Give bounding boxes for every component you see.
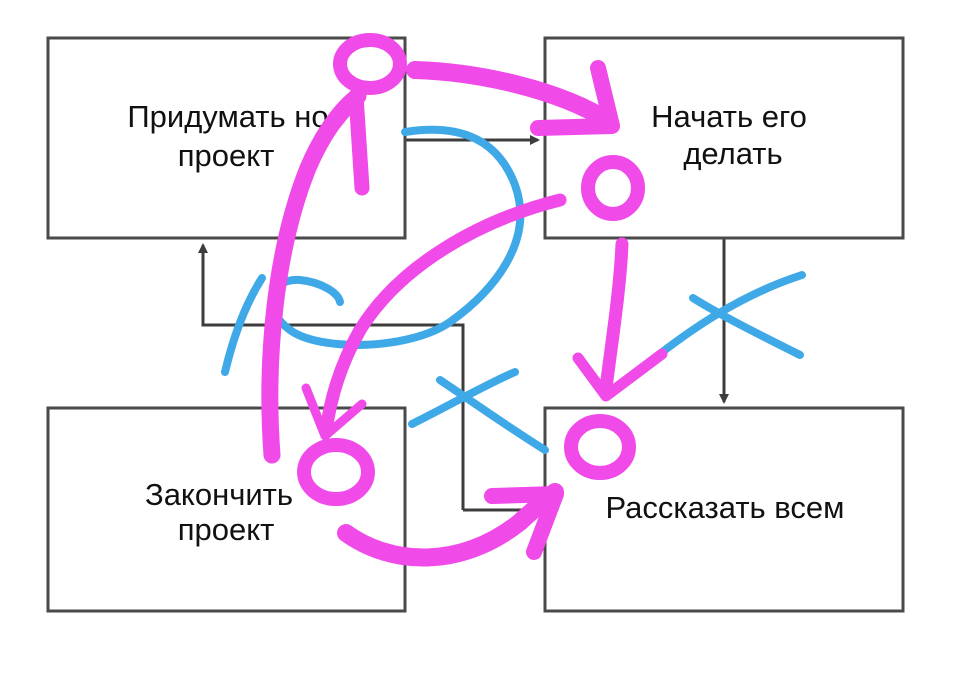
magenta-circle-idea bbox=[333, 33, 407, 95]
magenta-arrowhead-start-to-tell bbox=[572, 348, 668, 402]
magenta-arrow-idea-to-start bbox=[406, 61, 619, 131]
box-tell bbox=[543, 406, 905, 613]
box-tell-label-line1: Рассказать всем bbox=[606, 490, 845, 525]
box-idea-label-line2: проект bbox=[178, 138, 275, 173]
blue-cross-right-2 bbox=[689, 294, 804, 359]
blue-cross-mid-2 bbox=[436, 376, 549, 454]
blue-scribble-overlay bbox=[221, 125, 806, 454]
blue-loop-curve bbox=[268, 125, 525, 349]
connector-finish-to-idea bbox=[198, 243, 465, 510]
magenta-arrowhead-start-to-finish bbox=[301, 383, 367, 441]
box-finish-label-line2: проект bbox=[178, 512, 275, 547]
blue-arc-left bbox=[221, 274, 266, 376]
magenta-arrowhead-finish-to-idea bbox=[314, 88, 370, 196]
magenta-circle-finish bbox=[297, 438, 375, 506]
magenta-circle-start bbox=[581, 155, 645, 221]
magenta-arrowhead-idea-to-start bbox=[530, 60, 620, 136]
magenta-arrow-finish-to-tell bbox=[337, 483, 564, 567]
magenta-arrow-start-to-tell bbox=[599, 237, 629, 395]
box-idea-label-line1: Придумать но bbox=[127, 99, 328, 134]
magenta-scribble-overlay bbox=[261, 33, 668, 567]
box-finish-label-line1: Закончить bbox=[145, 477, 293, 512]
box-start-label-line1: Начать его bbox=[651, 99, 807, 134]
diagram-labels: Придумать но проект Начать его делать За… bbox=[127, 99, 844, 547]
diagram-boxes bbox=[46, 36, 905, 613]
magenta-arrowhead-finish-to-tell bbox=[484, 486, 564, 560]
box-start-label-line2: делать bbox=[683, 136, 782, 171]
magenta-circle-tell bbox=[564, 414, 636, 480]
magenta-arrow-start-to-finish bbox=[319, 193, 567, 439]
